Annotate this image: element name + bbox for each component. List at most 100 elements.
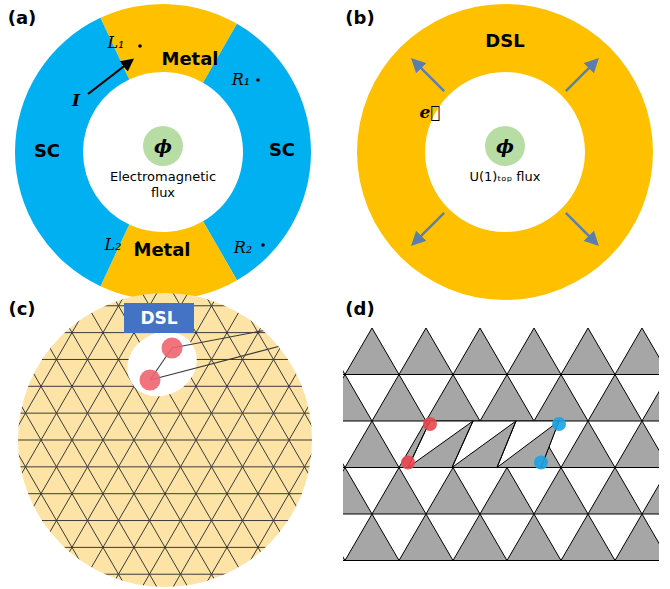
lattice-bond <box>0 520 340 521</box>
up-triangle <box>453 514 507 561</box>
defect-site <box>534 456 548 470</box>
up-triangle <box>426 468 480 515</box>
up-triangle <box>534 375 588 422</box>
sheared-bond <box>497 421 516 468</box>
lattice-bond <box>241 250 461 589</box>
lattice-bond <box>117 250 337 589</box>
node-text: Electromagnetic flux <box>104 169 222 200</box>
lattice-bond <box>179 250 399 589</box>
up-triangle <box>343 421 345 468</box>
lattice-bond <box>396 250 616 589</box>
node-text: SC <box>34 140 60 161</box>
lattice-bond <box>396 250 616 589</box>
lattice-bond <box>427 250 647 589</box>
branch-cut <box>172 318 330 348</box>
point-dot <box>256 78 260 82</box>
up-triangle <box>399 514 453 561</box>
up-triangle <box>372 468 426 515</box>
panel-label: (a) <box>8 7 37 28</box>
lattice-bond <box>55 250 275 589</box>
field-arrow <box>566 213 597 244</box>
flux-symbol: ϕ <box>143 126 183 166</box>
lattice-bond <box>427 250 647 589</box>
up-triangle <box>343 375 372 422</box>
lattice-bond <box>0 250 89 589</box>
up-triangle <box>399 328 453 375</box>
lattice-bond <box>272 250 492 589</box>
up-triangle <box>453 328 507 375</box>
up-triangle <box>588 468 642 515</box>
up-triangle <box>588 375 642 422</box>
up-triangle <box>534 468 588 515</box>
field-label: e⃗ <box>419 102 440 122</box>
lattice-bond <box>179 250 399 589</box>
up-triangle <box>480 468 534 515</box>
sc-sector <box>203 24 311 280</box>
lattice-bond <box>0 250 213 589</box>
lattice-bond <box>0 250 213 589</box>
lattice-bond <box>86 250 306 589</box>
panel-label: (c) <box>8 298 35 319</box>
point-label: L₁ <box>107 33 124 52</box>
lattice-bond <box>0 547 340 548</box>
branch-cut <box>150 333 330 380</box>
metal-region: Metal <box>133 239 190 260</box>
lattice-d <box>343 328 659 561</box>
panel-label: (d) <box>345 298 374 319</box>
lattice-bond <box>148 250 368 589</box>
sc-sector <box>15 18 129 286</box>
up-triangle <box>615 514 659 561</box>
current-label: I <box>72 90 80 110</box>
up-triangle <box>615 328 659 375</box>
lattice-bond <box>210 250 430 589</box>
up-triangle <box>345 328 399 375</box>
up-triangle <box>372 375 426 422</box>
metal-region: Metal <box>161 48 218 69</box>
defect-site <box>552 417 566 431</box>
sc-region: SC <box>34 140 60 161</box>
defect-site <box>423 417 437 431</box>
node-text: Metal <box>133 239 190 260</box>
node-text: U(1)ₜₒₚ flux <box>446 169 564 185</box>
up-triangle <box>615 421 659 468</box>
point-label: R₁ <box>232 70 250 89</box>
panel-label: (b) <box>345 7 374 28</box>
lattice-bond <box>0 278 340 279</box>
flux-site <box>140 370 161 391</box>
up-triangle <box>343 468 372 515</box>
up-triangle <box>642 375 659 422</box>
flux-symbol: ϕ <box>485 126 525 166</box>
lattice-bond <box>117 250 337 589</box>
field-arrow <box>566 60 597 91</box>
lattice-bond <box>148 250 368 589</box>
lattice-bond <box>86 250 306 589</box>
lattice-bond <box>0 250 89 589</box>
up-triangle <box>561 514 615 561</box>
up-triangle <box>507 328 561 375</box>
lattice-bond <box>24 250 244 589</box>
defect-site <box>401 456 415 470</box>
lattice-bond <box>210 250 430 589</box>
up-triangle <box>561 421 615 468</box>
dsl-box: DSL <box>124 303 193 333</box>
up-triangle <box>345 421 399 468</box>
node-text: SC <box>269 139 295 160</box>
lattice-bond <box>272 250 492 589</box>
sheared-triangle <box>497 421 559 468</box>
flux-circle: ϕU(1)ₜₒₚ flux <box>446 126 564 185</box>
flux-site <box>162 338 183 359</box>
dsl-ring <box>357 4 653 300</box>
current-arrow <box>88 60 132 94</box>
lattice-bond <box>241 250 461 589</box>
up-triangle <box>343 514 345 561</box>
lattice-bond <box>0 413 340 414</box>
up-triangle <box>345 514 399 561</box>
sc-region: SC <box>269 139 295 160</box>
up-triangle <box>642 468 659 515</box>
node-text: DSL <box>140 308 177 328</box>
point-label: L₂ <box>104 235 121 254</box>
node-text: DSL <box>485 30 524 51</box>
point-dot <box>261 243 265 247</box>
